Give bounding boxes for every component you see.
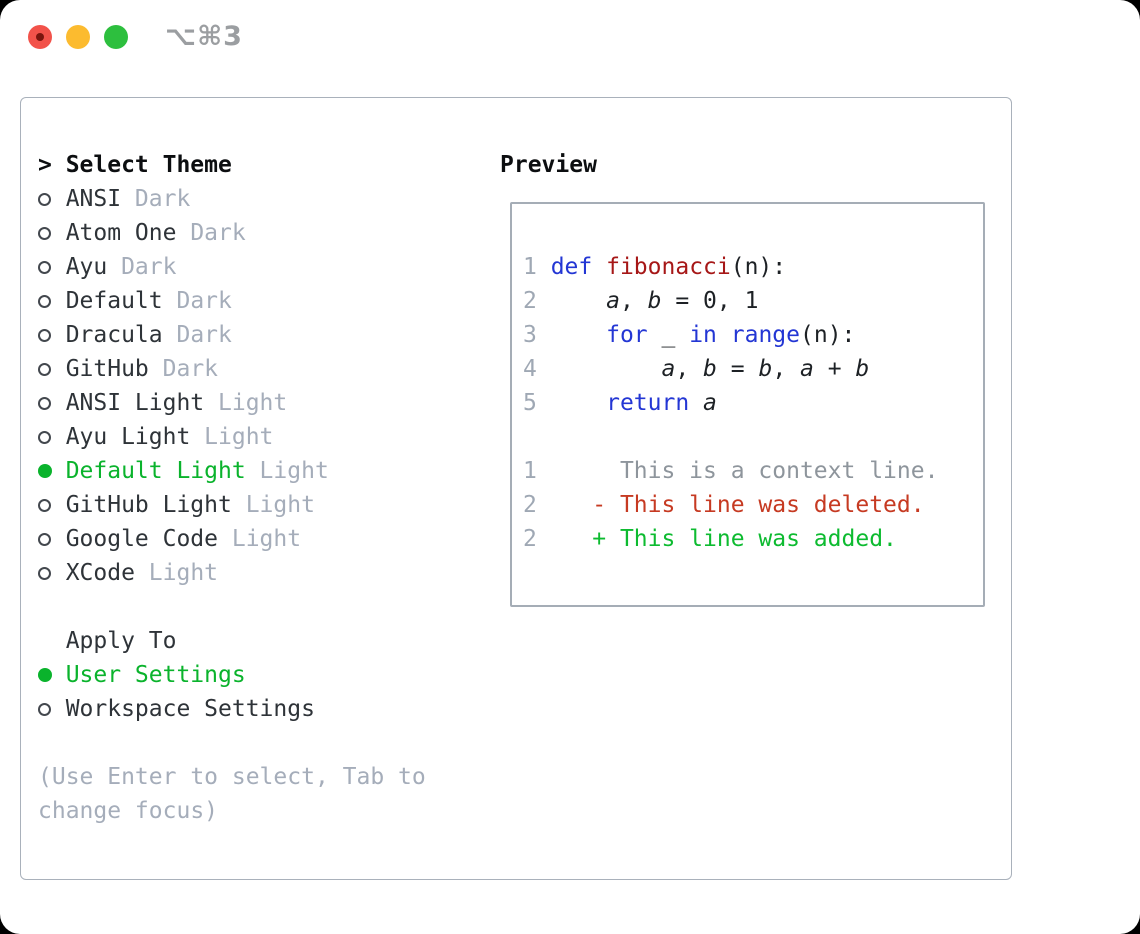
- preview-code-line: 1 def fibonacci(n):: [523, 254, 787, 280]
- preview-code-line: 2 - This line was deleted.: [523, 492, 925, 518]
- theme-variant-badge: Dark: [162, 288, 232, 314]
- theme-variant-badge: Light: [231, 492, 315, 518]
- theme-option-label: GitHub: [65, 356, 149, 382]
- theme-option[interactable]: Atom One Dark: [38, 216, 329, 250]
- close-window-dot-icon: [36, 33, 44, 41]
- theme-option-label: Atom One: [65, 220, 177, 246]
- theme-variant-badge: Light: [190, 424, 274, 450]
- theme-variant-badge: Light: [204, 390, 288, 416]
- theme-option[interactable]: Ayu Light Light: [38, 420, 329, 454]
- apply-to-option[interactable]: Workspace Settings: [38, 692, 315, 726]
- radio-unselected-icon: [38, 192, 51, 206]
- theme-option[interactable]: GitHub Light Light: [38, 488, 329, 522]
- theme-option-label: Dracula: [65, 322, 163, 348]
- radio-unselected-icon: [38, 294, 51, 308]
- preview-code-line: 2 + This line was added.: [523, 526, 897, 552]
- theme-variant-badge: Light: [134, 560, 219, 586]
- theme-option-label: GitHub Light: [65, 492, 232, 518]
- theme-option-label: Default Light: [65, 458, 246, 484]
- theme-variant-badge: Dark: [121, 186, 191, 212]
- close-window-icon[interactable]: [28, 25, 52, 49]
- theme-option-label: ANSI: [65, 186, 122, 212]
- theme-option-label: Ayu Light: [65, 424, 191, 450]
- minimize-window-icon[interactable]: [66, 25, 90, 49]
- preview-box: [510, 202, 985, 607]
- line-number: 1: [523, 254, 551, 280]
- preview-code-line: 5 return a: [523, 390, 717, 416]
- radio-unselected-icon: [38, 328, 51, 342]
- theme-option[interactable]: Default Dark: [38, 284, 329, 318]
- line-number: 3: [523, 322, 551, 348]
- help-text-line2: change focus): [38, 798, 219, 824]
- theme-variant-badge: Dark: [176, 220, 246, 246]
- theme-option[interactable]: Google Code Light: [38, 522, 329, 556]
- theme-option-label: ANSI Light: [65, 390, 205, 416]
- radio-unselected-icon: [38, 226, 51, 240]
- preview-title: Preview: [500, 152, 597, 178]
- theme-variant-badge: Dark: [107, 254, 177, 280]
- radio-unselected-icon: [38, 498, 51, 512]
- preview-code-line: 2 a, b = 0, 1: [523, 288, 759, 314]
- theme-option-label: Google Code: [65, 526, 219, 552]
- apply-to-header-row: Apply To: [38, 624, 315, 658]
- theme-option[interactable]: GitHub Dark: [38, 352, 329, 386]
- line-number: 5: [523, 390, 551, 416]
- theme-variant-badge: Light: [245, 458, 329, 484]
- line-number: 2: [523, 526, 551, 552]
- theme-option-label: Default: [65, 288, 163, 314]
- radio-unselected-icon: [38, 430, 51, 444]
- apply-to-option-label: User Settings: [65, 662, 246, 688]
- theme-option[interactable]: XCode Light: [38, 556, 329, 590]
- help-text: (Use Enter to select, Tab to change focu…: [38, 760, 426, 828]
- window-shortcut-label: ⌥⌘3: [165, 21, 243, 52]
- radio-unselected-icon: [38, 532, 51, 546]
- theme-variant-badge: Light: [218, 526, 302, 552]
- radio-unselected-icon: [38, 702, 51, 716]
- theme-option[interactable]: Default Light Light: [38, 454, 329, 488]
- preview-code-line: 4 a, b = b, a + b: [523, 356, 870, 382]
- radio-unselected-icon: [38, 362, 51, 376]
- line-number: 4: [523, 356, 551, 382]
- apply-to-option[interactable]: User Settings: [38, 658, 315, 692]
- theme-option-label: Ayu: [65, 254, 108, 280]
- apply-to-option-label: Workspace Settings: [65, 696, 315, 722]
- preview-code: 1 def fibonacci(n): 2 a, b = 0, 1 3 for _ …: [523, 250, 938, 556]
- radio-selected-icon: [38, 464, 52, 478]
- line-number: 2: [523, 492, 551, 518]
- preview-code-line: [523, 420, 938, 454]
- radio-unselected-icon: [38, 396, 51, 410]
- theme-list-header-row: > Select Theme: [38, 148, 329, 182]
- theme-option[interactable]: Ayu Dark: [38, 250, 329, 284]
- theme-option[interactable]: ANSI Light Light: [38, 386, 329, 420]
- radio-unselected-icon: [38, 260, 51, 274]
- apply-to-title: Apply To: [65, 628, 177, 654]
- zoom-window-icon[interactable]: [104, 25, 128, 49]
- focus-caret-icon: >: [38, 152, 52, 178]
- theme-variant-badge: Dark: [148, 356, 219, 382]
- radio-selected-icon: [38, 668, 52, 682]
- preview-code-line: 3 for _ in range(n):: [523, 322, 856, 348]
- theme-option[interactable]: ANSI Dark: [38, 182, 329, 216]
- theme-list-title: Select Theme: [65, 152, 232, 178]
- theme-variant-badge: Dark: [162, 322, 232, 348]
- radio-unselected-icon: [38, 566, 51, 580]
- theme-option[interactable]: Dracula Dark: [38, 318, 329, 352]
- line-number: 1: [523, 458, 551, 484]
- preview-code-line: 1 This is a context line.: [523, 458, 939, 484]
- line-number: 2: [523, 288, 551, 314]
- theme-option-label: XCode: [65, 560, 135, 586]
- help-text-line1: (Use Enter to select, Tab to: [38, 764, 426, 790]
